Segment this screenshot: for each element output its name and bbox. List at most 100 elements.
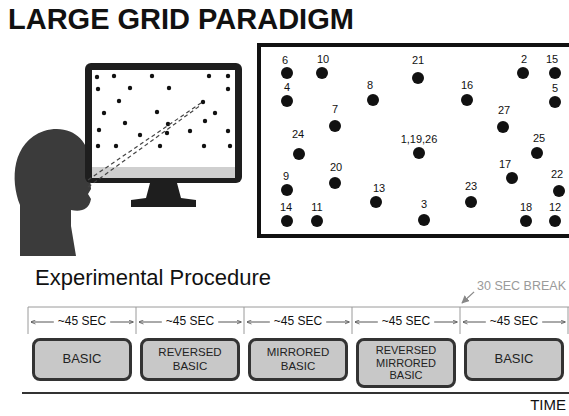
screen-dot (138, 133, 142, 137)
duration-arrow (326, 322, 349, 323)
target-dot (549, 215, 561, 227)
screen-dot (203, 119, 207, 123)
duration-label: ~45 SEC (166, 315, 214, 328)
target-dot (311, 215, 323, 227)
dot-number: 15 (546, 53, 558, 65)
duration-arrow (247, 322, 270, 323)
duration-arrow (218, 322, 241, 323)
target-dot (370, 196, 382, 208)
screen-dot (95, 75, 99, 79)
target-dot (413, 147, 425, 159)
screen-dot (207, 74, 211, 78)
monitor-screen (92, 70, 235, 167)
screen-dot (201, 100, 205, 104)
target-dot (316, 67, 328, 79)
target-dot (281, 95, 293, 107)
screen-dot (96, 87, 100, 91)
screen-dot (114, 144, 118, 148)
duration-label: ~45 SEC (274, 315, 322, 328)
section-heading: Experimental Procedure (35, 266, 271, 290)
time-axis (22, 392, 569, 394)
column-tick (244, 307, 245, 334)
grid-panel (259, 45, 569, 236)
monitor-stand (131, 183, 196, 207)
screen-dot (96, 144, 100, 148)
column-tick (568, 307, 569, 334)
duration-label: ~45 SEC (490, 315, 538, 328)
duration-arrow (355, 322, 378, 323)
leader-lines (462, 292, 474, 303)
condition-label: REVERSED BASIC (147, 346, 233, 372)
condition-label: REVERSED MIRRORED BASIC (363, 344, 449, 382)
screen-dot (228, 144, 232, 148)
screen-dot (165, 131, 169, 135)
dot-number: 16 (461, 79, 473, 91)
target-dot (520, 215, 532, 227)
screen-dots (95, 74, 232, 148)
screen-dot (188, 129, 192, 133)
dot-number: 10 (317, 53, 329, 65)
dot-number: 3 (421, 198, 427, 210)
dot-number: 23 (465, 180, 477, 192)
break-note: 30 SEC BREAK (477, 280, 566, 294)
duration-arrow (31, 322, 54, 323)
screen-dot (226, 129, 230, 133)
target-dot (412, 72, 424, 84)
target-dot (281, 215, 293, 227)
dot-number: 17 (499, 158, 511, 170)
dot-number: 7 (332, 103, 338, 115)
gaze-line (88, 105, 201, 187)
timeline-top-rule (28, 307, 569, 308)
duration-arrow (434, 322, 457, 323)
screen-dot (226, 87, 230, 91)
screen-dot (128, 86, 132, 90)
break-leader (462, 292, 474, 303)
target-dot (517, 67, 529, 79)
dot-number: 20 (330, 161, 342, 173)
screen-dot (102, 111, 106, 115)
condition-box: MIRRORED BASIC (248, 338, 348, 381)
figure-title: LARGE GRID PARADIGM (8, 3, 354, 36)
head-silhouette (15, 129, 97, 256)
target-dot (293, 148, 305, 160)
duration-label: ~45 SEC (382, 315, 430, 328)
dot-number: 13 (373, 182, 385, 194)
column-tick (352, 307, 353, 334)
target-dot (549, 96, 561, 108)
dot-number: 6 (282, 54, 288, 66)
screen-dot (97, 128, 101, 132)
target-dot (367, 94, 379, 106)
axis-label: TIME (530, 397, 566, 414)
screen-dot (155, 110, 159, 114)
dot-number: 8 (367, 79, 373, 91)
dot-number: 27 (498, 104, 510, 116)
monitor-frame (85, 63, 242, 183)
dot-number: 21 (412, 54, 424, 66)
target-dot (418, 214, 430, 226)
column-tick (460, 307, 461, 334)
condition-label: BASIC (494, 352, 533, 367)
dot-number: 4 (284, 81, 290, 93)
target-dot (549, 67, 561, 79)
dot-number: 11 (311, 201, 322, 213)
column-tick (136, 307, 137, 334)
screen-dot (123, 121, 127, 125)
dot-number: 14 (280, 201, 292, 213)
column-ticks (28, 307, 568, 334)
duration-arrow (542, 322, 565, 323)
target-dot (465, 196, 477, 208)
screen-dot (117, 99, 121, 103)
dot-number: 22 (551, 168, 563, 180)
duration-arrow (110, 322, 133, 323)
grid-dots (281, 67, 565, 227)
duration-arrow (463, 322, 486, 323)
screen-dot (112, 74, 116, 78)
target-dot (281, 184, 293, 196)
dot-number: 24 (292, 128, 304, 140)
screen-dot (150, 74, 154, 78)
dot-number: 25 (533, 132, 545, 144)
screen-dot (226, 74, 230, 78)
condition-box: REVERSED BASIC (140, 338, 240, 381)
screen-dot (167, 86, 171, 90)
